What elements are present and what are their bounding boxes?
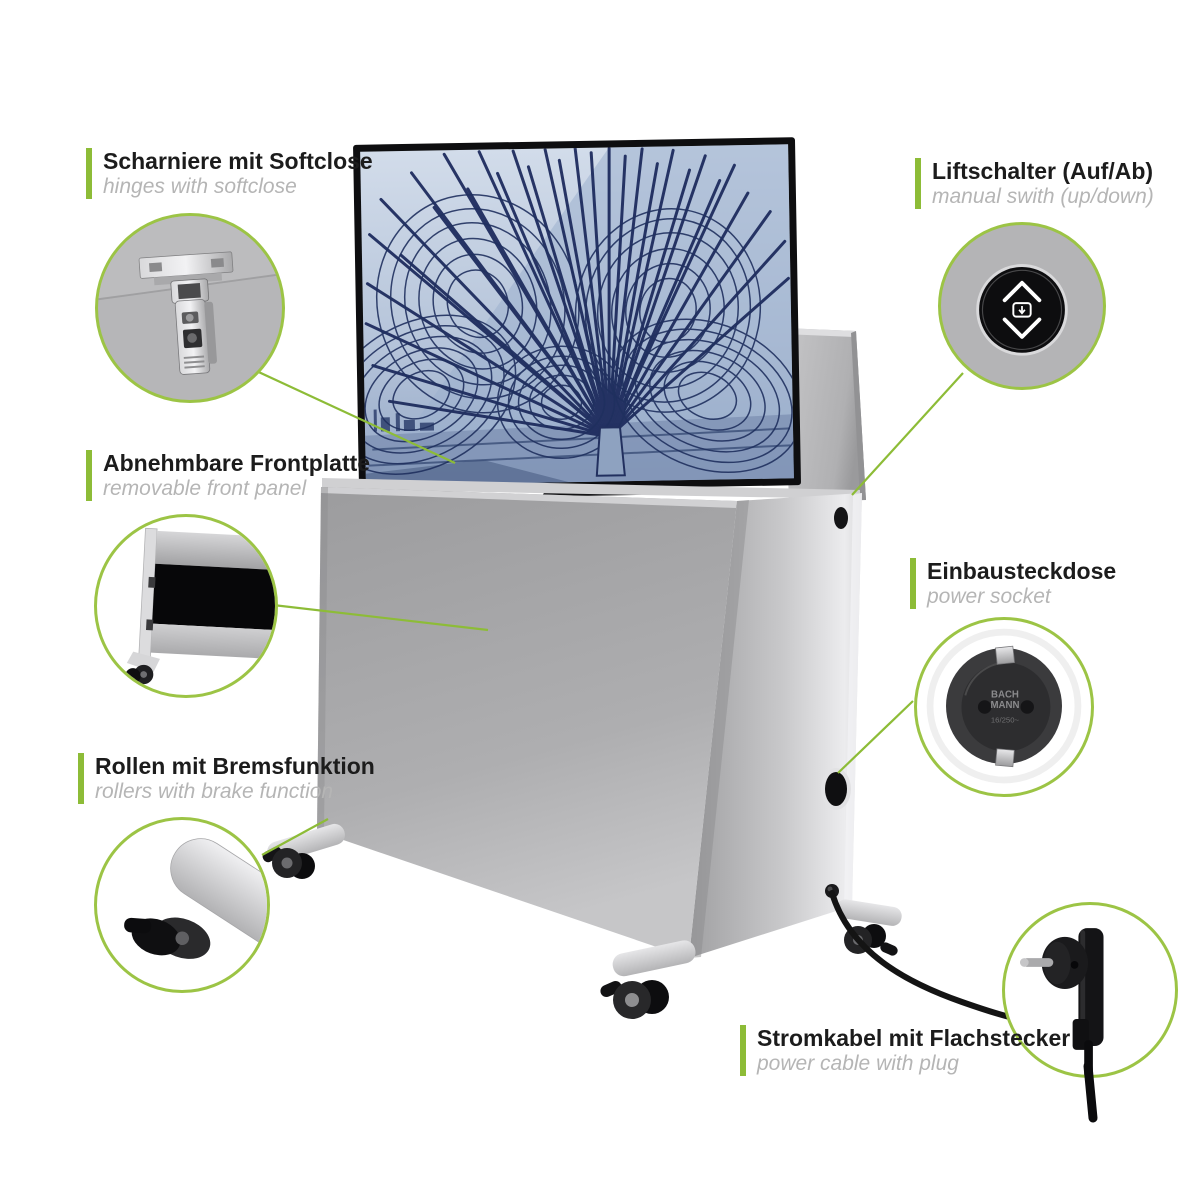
socket-pin-hole-right: [1020, 700, 1034, 714]
callout-front-panel: Abnehmbare Frontplatte removable front p…: [86, 450, 371, 502]
hinge-detail-circle: [95, 213, 285, 403]
callout-subtitle: removable front panel: [103, 476, 307, 500]
callout-hinges: Scharniere mit Softclose hinges with sof…: [86, 148, 373, 200]
leader-lines: [249, 367, 964, 856]
callout-title: Abnehmbare Frontplatte: [103, 450, 371, 476]
callout-title: Scharniere mit Softclose: [103, 148, 373, 174]
open-front-panel-photo: [125, 527, 275, 685]
plug-pin: [1022, 958, 1054, 967]
callout-title: Einbausteckdose: [927, 558, 1117, 584]
foot-front-right: [600, 940, 696, 1019]
hinge-photo: [98, 216, 282, 375]
accent-bar: [910, 558, 916, 610]
foot-front-left: [262, 823, 345, 879]
leader-hinges: [249, 367, 456, 464]
accent-bar: [915, 158, 921, 210]
power-socket-photo: BACH MANN 16/250~: [926, 628, 1082, 784]
callout-power-socket: Einbausteckdose power socket: [910, 558, 1117, 610]
ground-clip-top: [995, 645, 1015, 665]
leader-lift-switch: [851, 372, 964, 496]
callout-title: Rollen mit Bremsfunktion: [95, 753, 375, 779]
switch-up-arrow: [1002, 280, 1042, 303]
accent-bar: [740, 1025, 746, 1077]
leader-rollers: [261, 818, 329, 856]
socket-pin-hole-left: [977, 700, 992, 714]
cabinet-side-panel: [689, 493, 862, 958]
tv-screen-image: [360, 144, 794, 486]
callout-subtitle: rollers with brake function: [95, 779, 334, 803]
sculpture-cages: [360, 194, 794, 475]
side-socket-recess: [821, 768, 851, 810]
callout-lift-switch: Liftschalter (Auf/Ab) manual swith (up/d…: [915, 158, 1154, 210]
callout-subtitle: hinges with softclose: [103, 174, 297, 198]
cabinet-rear-flap: [783, 328, 866, 503]
callout-title: Stromkabel mit Flachstecker: [757, 1025, 1071, 1051]
plug-cord: [1084, 1040, 1093, 1075]
callout-rollers: Rollen mit Bremsfunktion rollers with br…: [78, 753, 375, 805]
accent-bar: [86, 450, 92, 502]
lift-switch-icon: [976, 264, 1068, 356]
sculpture-hub: [595, 426, 626, 477]
switch-down-arrow: [1002, 317, 1042, 339]
roller-detail-circle: [94, 817, 270, 993]
cabinet-front-panel-face: [317, 487, 737, 958]
socket-brand-line1: BACH: [991, 689, 1019, 700]
callout-subtitle: power cable with plug: [757, 1051, 959, 1075]
accent-bar: [86, 148, 92, 200]
front-panel-detail-circle: [94, 514, 278, 698]
cabinet-top-edge: [322, 478, 860, 499]
power-socket-detail-circle: BACH MANN 16/250~: [914, 617, 1094, 797]
callout-subtitle: manual swith (up/down): [932, 184, 1154, 208]
callout-subtitle: power socket: [927, 584, 1051, 608]
socket-brand-line2: MANN: [990, 700, 1019, 711]
callout-power-cable: Stromkabel mit Flachstecker power cable …: [740, 1025, 1071, 1077]
caster-roller-photo: [124, 838, 267, 962]
switch-mount-hole: [834, 507, 848, 529]
callout-title: Liftschalter (Auf/Ab): [932, 158, 1154, 184]
lift-switch-detail-circle: [938, 222, 1106, 390]
switch-center-glyph: [1012, 302, 1032, 318]
flat-plug-photo: [1019, 928, 1104, 1075]
accent-bar: [78, 753, 84, 805]
socket-rating: 16/250~: [991, 715, 1020, 724]
leader-front-panel: [272, 603, 489, 632]
plug-detail-circle: [1002, 902, 1178, 1078]
ground-clip-bottom: [995, 748, 1015, 768]
leader-power-socket: [837, 700, 914, 774]
tv: [353, 137, 801, 497]
